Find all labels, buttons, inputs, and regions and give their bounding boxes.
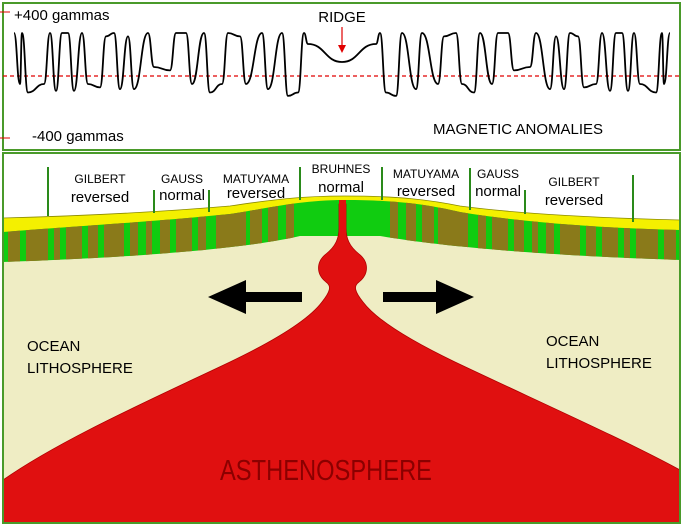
crust-reversed-stripe (390, 200, 398, 262)
zone-gilbert-left-state: reversed (71, 189, 129, 206)
zone-gauss-left-name: GAUSS (161, 172, 203, 186)
zone-bruhnes-name: BRUHNES (312, 162, 371, 176)
crust-reversed-stripe (532, 200, 538, 262)
anomaly-panel-title: MAGNETIC ANOMALIES (433, 121, 603, 138)
crust-reversed-stripe (88, 200, 98, 262)
crust-reversed-stripe (586, 200, 596, 262)
scale-bottom-label: -400 gammas (32, 128, 124, 145)
magnetic-anomaly-curve (13, 32, 671, 97)
zone-gilbert-left-name: GILBERT (74, 172, 126, 186)
right-plate-label-line2: LITHOSPHERE (546, 355, 652, 372)
zone-matuyama-right-state: reversed (397, 183, 455, 200)
crust-reversed-stripe (268, 200, 278, 262)
anomaly-panel: +400 gammas -400 gammas RIDGE MAGNETIC A… (0, 2, 681, 151)
zone-gauss-right-name: GAUSS (477, 167, 519, 181)
zone-matuyama-left-state: reversed (227, 185, 285, 202)
asthenosphere-label: ASTHENOSPHERE (220, 455, 432, 487)
crust-reversed-stripe (514, 200, 524, 262)
crust-reversed-stripe (624, 200, 630, 262)
left-plate-label-line1: OCEAN (27, 338, 80, 355)
scale-top-label: +400 gammas (14, 7, 109, 24)
ridge-pointer-arrowhead (338, 45, 346, 53)
crust-reversed-stripe (546, 200, 554, 262)
crust-reversed-stripe (286, 200, 294, 262)
zone-gilbert-right-state: reversed (545, 192, 603, 209)
zone-gauss-left-state: normal (159, 187, 205, 204)
crust-reversed-stripe (406, 200, 416, 262)
right-plate-label-line1: OCEAN (546, 333, 599, 350)
crust-reversed-stripe (146, 200, 152, 262)
left-plate-label-line2: LITHOSPHERE (27, 360, 133, 377)
crust-reversed-stripe (198, 200, 206, 262)
zone-gilbert-right-name: GILBERT (548, 175, 600, 189)
zone-matuyama-left-name: MATUYAMA (223, 172, 289, 186)
zone-bruhnes-state: normal (318, 179, 364, 196)
zone-matuyama-right-name: MATUYAMA (393, 167, 459, 181)
crust-reversed-stripe (130, 200, 138, 262)
zone-gauss-right-state: normal (475, 183, 521, 200)
cross-section-panel: GILBERT reversed GAUSS normal MATUYAMA r… (3, 153, 680, 523)
spreading-arrow-right (383, 280, 474, 314)
crust-reversed-stripe (54, 200, 60, 262)
spreading-arrow-left (208, 280, 302, 314)
crust-reversed-stripe (160, 200, 170, 262)
ridge-label: RIDGE (318, 9, 366, 26)
crust-reversed-stripe (478, 200, 486, 262)
cross-section-border (2, 152, 681, 524)
ridge-dike (339, 200, 346, 240)
